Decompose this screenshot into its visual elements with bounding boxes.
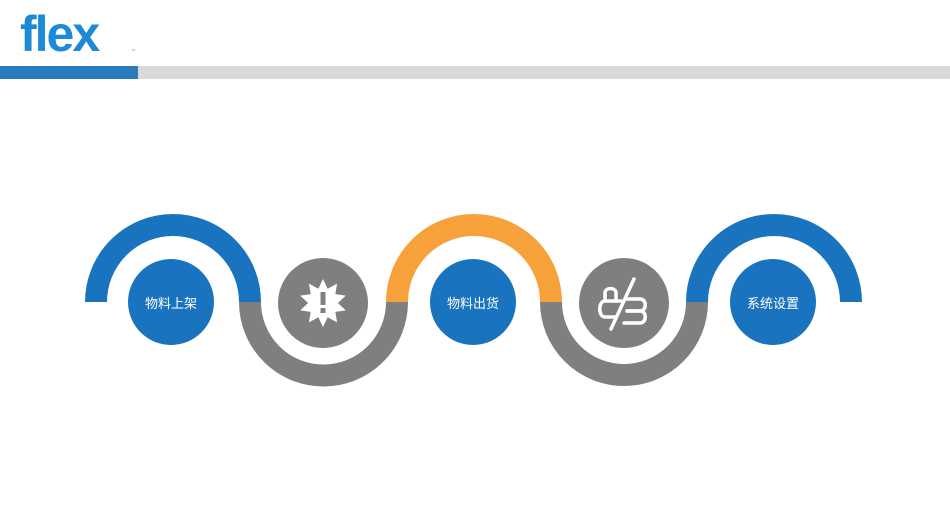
logo-trademark: ™ bbox=[131, 49, 136, 55]
step-label: 系统设置 bbox=[746, 296, 799, 312]
header-bar bbox=[0, 66, 950, 79]
header-bar-accent bbox=[0, 66, 138, 79]
step-material-shipping[interactable]: 物料出货 bbox=[430, 259, 516, 345]
arc-connector-1 bbox=[239, 301, 408, 387]
arc-step-2 bbox=[386, 214, 562, 303]
connector-unlink[interactable] bbox=[579, 258, 669, 348]
logo-text: flex bbox=[20, 6, 100, 62]
arc-step-3 bbox=[686, 214, 862, 303]
arc-connector-2 bbox=[540, 301, 708, 386]
unlink-icon bbox=[598, 277, 647, 331]
connector-alert[interactable] bbox=[278, 258, 368, 348]
step-label: 物料出货 bbox=[446, 296, 499, 312]
flex-logo: flex ™ bbox=[20, 4, 160, 64]
step-material-shelving[interactable]: 物料上架 bbox=[128, 259, 214, 345]
arc-step-1 bbox=[85, 214, 261, 303]
alert-burst-icon bbox=[300, 279, 346, 327]
step-system-settings[interactable]: 系统设置 bbox=[730, 259, 816, 345]
step-label: 物料上架 bbox=[144, 296, 197, 312]
